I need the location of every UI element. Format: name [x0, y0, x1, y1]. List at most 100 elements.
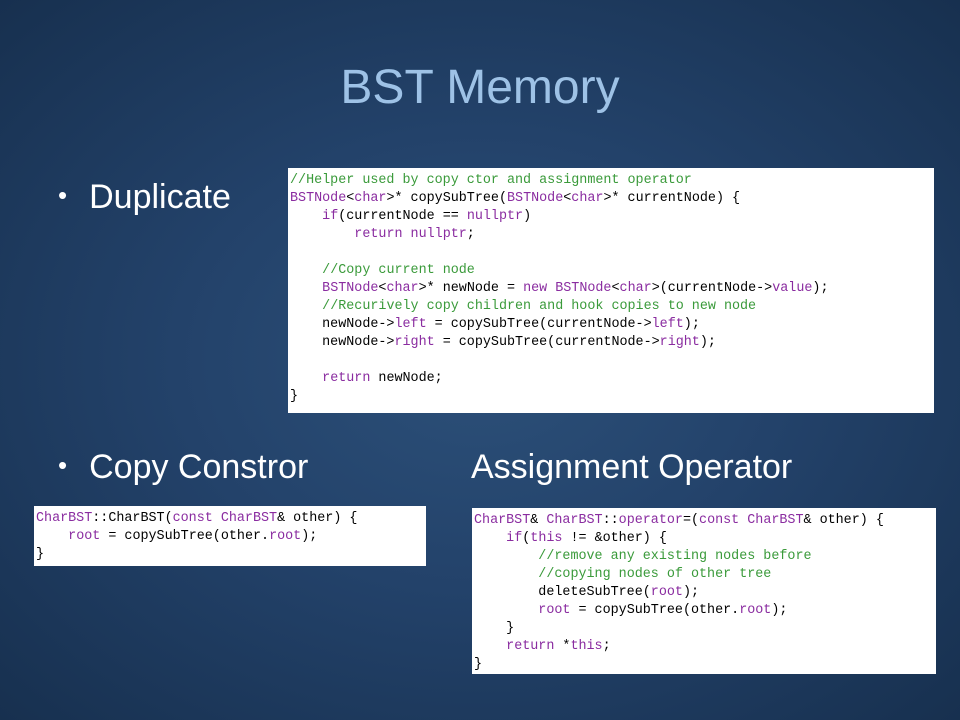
code-token: right	[659, 335, 700, 350]
code-token: right	[394, 335, 435, 350]
code-token: BSTNode	[290, 191, 347, 206]
code-line: root = copySubTree(other.root);	[474, 602, 936, 620]
code-token: = copySubTree(currentNode->	[434, 335, 660, 350]
code-token: BSTNode	[507, 191, 564, 206]
code-token: return nullptr	[354, 227, 467, 242]
code-token: newNode->	[290, 335, 395, 350]
code-token: )	[523, 209, 532, 224]
code-line: //Recurively copy children and hook copi…	[290, 298, 934, 316]
code-token: );	[771, 603, 788, 618]
code-token	[290, 281, 322, 296]
code-token: }	[474, 657, 483, 672]
code-token: value	[772, 281, 813, 296]
code-token: ;	[602, 639, 611, 654]
code-token: <	[611, 281, 620, 296]
code-block-duplicate: //Helper used by copy ctor and assignmen…	[288, 168, 934, 413]
code-token: root	[538, 603, 571, 618]
code-token: );	[699, 335, 716, 350]
code-token: }	[36, 547, 45, 562]
code-token: char	[619, 281, 652, 296]
code-token: =(	[682, 513, 700, 528]
code-token: left	[394, 317, 427, 332]
bullet-duplicate: • Duplicate	[58, 178, 231, 217]
code-token: char	[386, 281, 419, 296]
code-token: new BSTNode	[523, 281, 612, 296]
bullet-label: Copy Constror	[89, 448, 309, 486]
code-line: if(this != &other) {	[474, 530, 936, 548]
code-token: <	[563, 191, 572, 206]
code-line: }	[290, 388, 934, 406]
code-token: nullptr	[466, 209, 524, 224]
code-token: }	[290, 389, 299, 404]
code-block-assignment-operator: CharBST& CharBST::operator=(const CharBS…	[472, 508, 936, 674]
code-token: <	[378, 281, 387, 296]
code-token: );	[812, 281, 829, 296]
code-token: root	[68, 529, 101, 544]
code-token: >* currentNode) {	[603, 191, 741, 206]
code-line: }	[474, 620, 936, 638]
code-line: }	[36, 546, 426, 564]
code-token: this	[530, 531, 563, 546]
code-token: *	[554, 639, 571, 654]
code-line: if(currentNode == nullptr)	[290, 208, 934, 226]
code-line: newNode->right = copySubTree(currentNode…	[290, 334, 934, 352]
code-line: BSTNode<char>* newNode = new BSTNode<cha…	[290, 280, 934, 298]
code-token: const CharBST	[172, 511, 278, 526]
code-line: }	[474, 656, 936, 674]
code-token: ::CharBST(	[92, 511, 173, 526]
code-line: return *this;	[474, 638, 936, 656]
code-token: = copySubTree(currentNode->	[426, 317, 652, 332]
code-token	[290, 263, 322, 278]
assignment-operator-heading: Assignment Operator	[471, 448, 793, 486]
code-token: & other) {	[803, 513, 884, 528]
code-token: &	[530, 513, 547, 528]
code-token: CharBST	[36, 511, 93, 526]
code-line: root = copySubTree(other.root);	[36, 528, 426, 546]
slide-title: BST Memory	[340, 61, 620, 114]
code-token	[290, 371, 322, 386]
code-token	[290, 209, 322, 224]
code-token: & other) {	[277, 511, 358, 526]
code-line: //Helper used by copy ctor and assignmen…	[290, 172, 934, 190]
code-token: if	[506, 531, 523, 546]
code-token: root	[269, 529, 302, 544]
bullet-dot-icon: •	[58, 450, 68, 480]
code-token	[474, 549, 538, 564]
code-token: //Helper used by copy ctor and assignmen…	[290, 173, 692, 188]
code-block-copy-constructor: CharBST::CharBST(const CharBST& other) {…	[34, 506, 426, 566]
code-token	[474, 639, 506, 654]
code-line: //Copy current node	[290, 262, 934, 280]
bullet-copy-constructor: • Copy Constror	[58, 448, 308, 487]
code-token: //Copy current node	[322, 263, 475, 278]
bullet-label: Duplicate	[89, 178, 231, 216]
code-token: != &other) {	[562, 531, 667, 546]
code-line	[290, 244, 934, 262]
code-token: const CharBST	[699, 513, 804, 528]
code-token: );	[683, 317, 700, 332]
code-token	[290, 227, 354, 242]
code-line: //copying nodes of other tree	[474, 566, 936, 584]
code-token: return	[506, 639, 555, 654]
code-token: if	[322, 209, 339, 224]
code-token: ::	[602, 513, 619, 528]
code-token: >* copySubTree(	[386, 191, 507, 206]
code-line: CharBST::CharBST(const CharBST& other) {	[36, 510, 426, 528]
code-token: char	[354, 191, 387, 206]
code-line: newNode->left = copySubTree(currentNode-…	[290, 316, 934, 334]
code-token	[474, 531, 506, 546]
code-token: left	[651, 317, 684, 332]
code-token: newNode;	[370, 371, 443, 386]
code-token: operator	[618, 513, 683, 528]
code-token: this	[570, 639, 603, 654]
bullet-dot-icon: •	[58, 180, 68, 210]
code-token: deleteSubTree(	[474, 585, 651, 600]
code-token: >(currentNode->	[651, 281, 773, 296]
code-line: BSTNode<char>* copySubTree(BSTNode<char>…	[290, 190, 934, 208]
code-token: //Recurively copy children and hook copi…	[322, 299, 757, 314]
code-token: <	[346, 191, 355, 206]
code-line	[290, 352, 934, 370]
code-line: return newNode;	[290, 370, 934, 388]
code-token: );	[682, 585, 700, 600]
code-token: ;	[466, 227, 475, 242]
code-line: //remove any existing nodes before	[474, 548, 936, 566]
